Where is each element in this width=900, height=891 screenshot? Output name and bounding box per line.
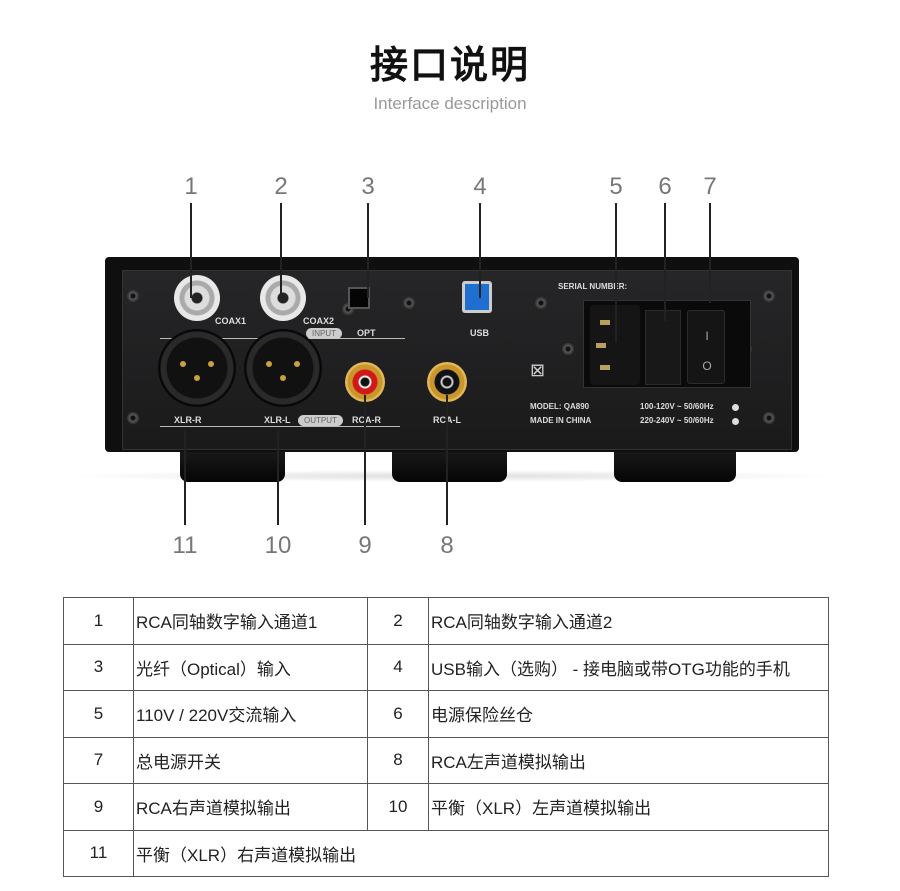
xlr-r-connector bbox=[158, 329, 236, 407]
item-number: 9 bbox=[63, 783, 134, 831]
coax1-jack bbox=[174, 275, 220, 321]
xlr-l-label: XLR-L bbox=[264, 415, 291, 425]
item-description: 110V / 220V交流输入 bbox=[133, 690, 368, 738]
screw-icon bbox=[763, 290, 775, 302]
callout-6: 6 bbox=[658, 173, 672, 200]
origin-label: MADE IN CHINA bbox=[530, 416, 592, 425]
device-foot bbox=[614, 450, 736, 482]
usb-port bbox=[462, 281, 492, 313]
screw-icon bbox=[562, 343, 574, 355]
callout-11: 11 bbox=[172, 532, 198, 559]
rca-r-label: RCA-R bbox=[352, 415, 381, 425]
item-description: 平衡（XLR）左声道模拟输出 bbox=[428, 783, 829, 831]
callout-8: 8 bbox=[440, 532, 454, 559]
coax2-label: COAX2 bbox=[303, 316, 335, 326]
item-description: RCA右声道模拟输出 bbox=[133, 783, 368, 831]
table-row: 5 110V / 220V交流输入 6 电源保险丝仓 bbox=[63, 690, 829, 738]
item-description: 光纤（Optical）输入 bbox=[133, 643, 368, 691]
screw-icon bbox=[127, 412, 139, 424]
table-row: 7 总电源开关 8 RCA左声道模拟输出 bbox=[63, 736, 829, 784]
screw-icon bbox=[535, 297, 547, 309]
item-description: 总电源开关 bbox=[133, 736, 368, 784]
item-number: 2 bbox=[367, 597, 429, 645]
item-description: 电源保险丝仓 bbox=[428, 690, 829, 738]
serial-number-label: SERIAL NUMBER: bbox=[558, 282, 628, 291]
coax1-label: COAX1 bbox=[215, 316, 247, 326]
item-number: 11 bbox=[63, 829, 134, 877]
item-number: 10 bbox=[367, 783, 429, 831]
input-badge: INPUT bbox=[306, 328, 342, 339]
switch-on-mark: I bbox=[705, 329, 709, 343]
item-number: 4 bbox=[367, 643, 429, 691]
item-description: 平衡（XLR）右声道模拟输出 bbox=[133, 829, 829, 877]
fuse-drawer bbox=[645, 310, 681, 385]
page-subtitle: Interface description bbox=[373, 94, 527, 113]
table-row: 3 光纤（Optical）输入 4 USB输入（选购） - 接电脑或带OTG功能… bbox=[63, 643, 829, 691]
item-number: 5 bbox=[63, 690, 134, 738]
model-label: MODEL: QA890 bbox=[530, 402, 590, 411]
item-description: RCA左声道模拟输出 bbox=[428, 736, 829, 784]
xlr-r-label: XLR-R bbox=[174, 415, 202, 425]
voltage-220-label: 220-240V ~ 50/60Hz bbox=[640, 416, 714, 425]
table-row: 9 RCA右声道模拟输出 10 平衡（XLR）左声道模拟输出 bbox=[63, 783, 829, 831]
item-number: 6 bbox=[367, 690, 429, 738]
optical-port bbox=[348, 287, 370, 309]
interface-table: 1 RCA同轴数字输入通道1 2 RCA同轴数字输入通道2 3 光纤（Optic… bbox=[63, 597, 829, 877]
voltage-indicator bbox=[732, 404, 739, 411]
voltage-indicator bbox=[732, 418, 739, 425]
switch-off-mark: O bbox=[702, 359, 712, 373]
xlr-l-connector bbox=[244, 329, 322, 407]
screw-icon bbox=[127, 290, 139, 302]
item-description: RCA同轴数字输入通道2 bbox=[428, 597, 829, 645]
output-badge: OUTPUT bbox=[298, 415, 343, 426]
voltage-110-label: 100-120V ~ 50/60Hz bbox=[640, 402, 714, 411]
callout-4: 4 bbox=[473, 173, 487, 200]
callout-10: 10 bbox=[264, 532, 292, 559]
table-row: 11 平衡（XLR）右声道模拟输出 bbox=[63, 829, 829, 877]
item-description: RCA同轴数字输入通道1 bbox=[133, 597, 368, 645]
callout-5: 5 bbox=[609, 173, 623, 200]
output-divider bbox=[160, 426, 400, 427]
table-row: 1 RCA同轴数字输入通道1 2 RCA同轴数字输入通道2 bbox=[63, 597, 829, 645]
opt-label: OPT bbox=[357, 328, 376, 338]
usb-label: USB bbox=[470, 328, 490, 338]
device-foot bbox=[392, 450, 507, 482]
weee-bin-icon: ⊠ bbox=[530, 360, 546, 381]
callout-1: 1 bbox=[184, 173, 198, 200]
callout-2: 2 bbox=[274, 173, 288, 200]
item-number: 7 bbox=[63, 736, 134, 784]
item-number: 1 bbox=[63, 597, 134, 645]
screw-icon bbox=[403, 297, 415, 309]
callout-9: 9 bbox=[358, 532, 372, 559]
coax2-jack bbox=[260, 275, 306, 321]
callout-7: 7 bbox=[703, 173, 717, 200]
callout-3: 3 bbox=[361, 173, 375, 200]
item-number: 3 bbox=[63, 643, 134, 691]
item-number: 8 bbox=[367, 736, 429, 784]
power-switch: I O bbox=[687, 310, 725, 384]
device-foot bbox=[180, 450, 285, 482]
screw-icon bbox=[763, 412, 775, 424]
page-title: 接口说明 bbox=[369, 43, 530, 87]
item-description: USB输入（选购） - 接电脑或带OTG功能的手机 bbox=[428, 643, 829, 691]
